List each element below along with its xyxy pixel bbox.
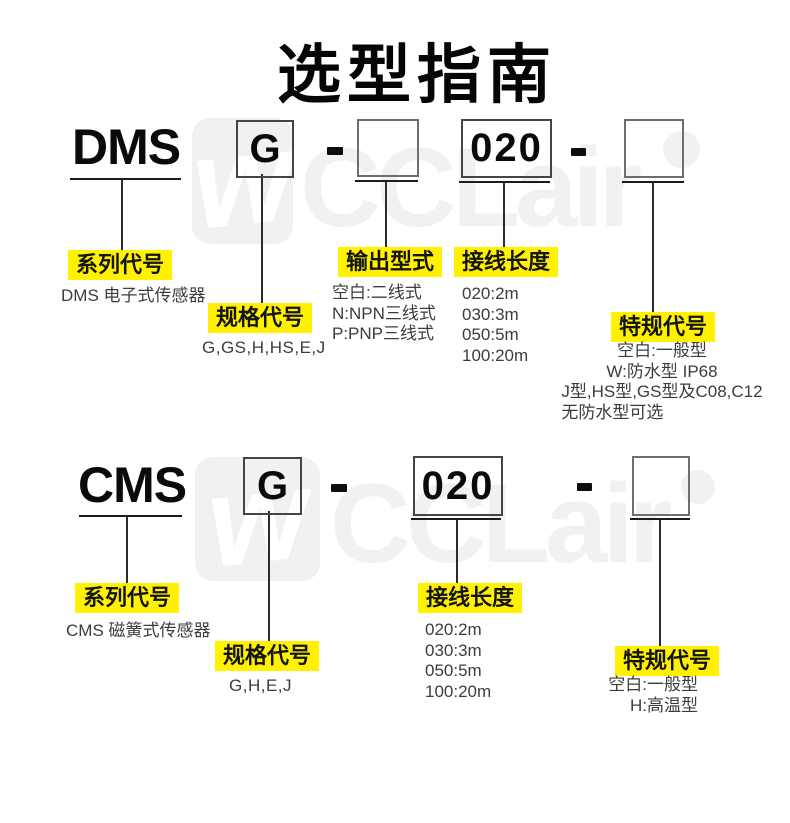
dash-separator: [331, 484, 347, 492]
connector-line: [652, 183, 654, 313]
spec-options: G,H,E,J: [229, 676, 293, 695]
special-code-box: [632, 456, 690, 516]
option-line: P:PNP三线式: [332, 324, 435, 343]
special-code-options: 空白:一般型 H:高温型: [560, 675, 698, 716]
special-code-box: [624, 119, 684, 178]
cable-length-box: 020: [461, 119, 552, 178]
label-cable-length: 接线长度: [418, 583, 523, 614]
option-line: 020:2m: [462, 284, 519, 303]
model-series-code: DMS: [72, 119, 181, 175]
label-output-type: 输出型式: [338, 247, 443, 278]
option-line: 050:5m: [425, 661, 482, 680]
option-line: 030:3m: [462, 304, 519, 324]
dash-separator: [577, 483, 592, 491]
connector-line: [659, 520, 661, 648]
option-line: 空白:一般型: [608, 675, 698, 694]
option-line: 100:20m: [425, 681, 492, 701]
cable-length-options: 020:2m 030:3m 050:5m 100:20m: [425, 620, 491, 702]
series-description: CMS 磁簧式传感器: [66, 621, 211, 640]
dash-separator: [571, 148, 586, 156]
underline: [79, 515, 182, 517]
registered-mark-icon: [663, 131, 700, 168]
note-line: J型,HS型,GS型及C08,C12: [561, 382, 763, 401]
underline: [355, 180, 418, 182]
underline: [459, 181, 550, 183]
option-line: H:高温型: [630, 695, 698, 715]
option-line: 空白:一般型: [617, 341, 707, 360]
connector-line: [385, 182, 387, 248]
underline: [70, 178, 181, 180]
page-title: 选型指南: [277, 39, 557, 111]
underline: [630, 518, 690, 520]
special-code-options: 空白:一般型 W:防水型 IP68 J型,HS型,GS型及C08,C12 无防水…: [548, 341, 776, 423]
connector-line: [261, 174, 263, 304]
option-line: N:NPN三线式: [332, 303, 436, 323]
label-spec-code: 规格代号: [215, 641, 320, 672]
label-cable-length: 接线长度: [454, 247, 559, 278]
connector-line: [268, 511, 270, 642]
model-series-code: CMS: [78, 457, 187, 513]
connector-line: [456, 520, 458, 584]
spec-code-box: G: [243, 457, 302, 515]
registered-mark-icon: [681, 470, 715, 504]
label-special-code: 特规代号: [615, 646, 720, 677]
underline: [622, 181, 684, 183]
option-line: 空白:二线式: [332, 283, 422, 302]
output-type-options: 空白:二线式 N:NPN三线式 P:PNP三线式: [332, 283, 436, 345]
connector-line: [503, 183, 505, 247]
brand-logo-icon: w: [195, 457, 320, 581]
spec-options: G,GS,H,HS,E,J: [202, 338, 326, 357]
dash-separator: [327, 147, 343, 155]
label-special-code: 特规代号: [611, 312, 716, 343]
option-line: 050:5m: [462, 325, 519, 344]
label-series-code: 系列代号: [68, 250, 173, 281]
label-spec-code: 规格代号: [208, 303, 313, 334]
output-type-box: [357, 119, 419, 177]
note-line: 无防水型可选: [561, 402, 664, 422]
option-line: 100:20m: [462, 345, 529, 365]
special-note: J型,HS型,GS型及C08,C12 无防水型可选: [561, 382, 762, 423]
option-line: 030:3m: [425, 640, 482, 660]
brand-logo-icon: w: [192, 118, 293, 244]
spec-code-box: G: [236, 120, 294, 178]
option-line: W:防水型 IP68: [606, 361, 718, 381]
series-description: DMS 电子式传感器: [61, 286, 206, 305]
option-line: 020:2m: [425, 620, 482, 639]
connector-line: [126, 517, 128, 585]
cable-length-box: 020: [413, 456, 503, 516]
label-series-code: 系列代号: [75, 583, 180, 614]
underline: [411, 518, 501, 520]
connector-line: [121, 180, 123, 251]
cable-length-options: 020:2m 030:3m 050:5m 100:20m: [462, 284, 528, 366]
